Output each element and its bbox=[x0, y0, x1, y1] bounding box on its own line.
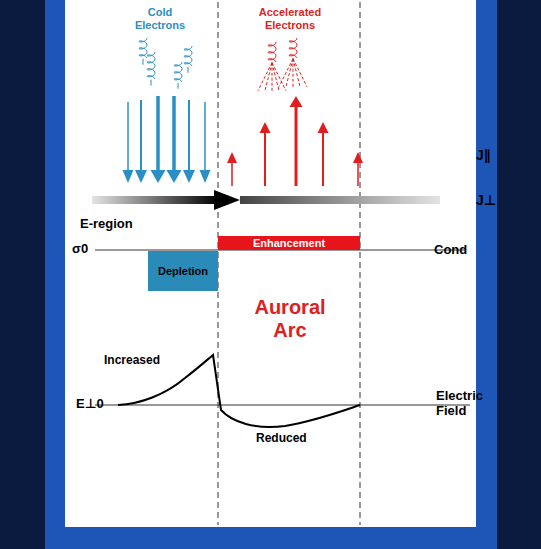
cold-electron-arrowhead bbox=[167, 170, 182, 183]
fan-line bbox=[279, 59, 293, 87]
panel bbox=[65, 0, 476, 527]
fan-line bbox=[272, 63, 279, 91]
field-baseline-label: E⊥0 bbox=[76, 397, 106, 412]
fan-line bbox=[258, 63, 272, 91]
fan-line bbox=[272, 63, 273, 91]
cold-electron-arrow bbox=[188, 100, 190, 172]
electric-field-label: Electric Field bbox=[436, 389, 474, 419]
gyration-coil bbox=[174, 62, 182, 82]
depletion-box: Depletion bbox=[148, 251, 218, 291]
coil-tail bbox=[143, 59, 144, 65]
gyration-coil bbox=[268, 42, 276, 62]
fan-line bbox=[293, 59, 294, 87]
auroral-arc-label: Auroral Arc bbox=[242, 296, 338, 342]
fan-line bbox=[265, 63, 272, 91]
cold-electron-arrow bbox=[156, 96, 160, 172]
coil-tail bbox=[151, 80, 152, 86]
accelerated-electron-arrowhead bbox=[353, 152, 363, 163]
accelerated-electron-arrow bbox=[231, 160, 233, 186]
fan-line bbox=[293, 59, 307, 87]
perp-current-arrow bbox=[92, 196, 218, 204]
conductivity-baseline-label: σ0 bbox=[72, 242, 96, 257]
accelerated-electron-arrowhead bbox=[227, 152, 237, 163]
cold-electron-arrowhead bbox=[123, 170, 134, 183]
cold-electron-arrow bbox=[204, 102, 206, 172]
fan-line bbox=[293, 59, 300, 87]
accelerated-electron-arrow bbox=[295, 104, 298, 186]
cold-electron-arrow bbox=[127, 102, 129, 172]
reduced-label: Reduced bbox=[256, 432, 336, 446]
cold-electron-arrowhead bbox=[135, 170, 147, 183]
perp-current-band bbox=[240, 196, 440, 204]
node-text: Depletion bbox=[158, 265, 208, 277]
cold-electron-arrow bbox=[172, 96, 176, 172]
accelerated-electron-arrow bbox=[357, 160, 359, 186]
frame bbox=[45, 0, 497, 549]
accelerated-electron-arrow bbox=[322, 130, 324, 186]
accelerated-electrons-label: Accelerated Electrons bbox=[247, 6, 333, 31]
cold-electron-arrowhead bbox=[151, 170, 166, 183]
conductivity-label: Cond bbox=[434, 243, 474, 258]
cold-electron-arrow bbox=[140, 100, 142, 172]
e-region-label: E-region bbox=[80, 217, 160, 232]
cold-electrons-label: Cold Electrons bbox=[127, 6, 193, 31]
gyration-coil bbox=[289, 38, 297, 58]
accelerated-electron-arrowhead bbox=[318, 122, 329, 133]
accelerated-electron-arrowhead bbox=[260, 122, 271, 133]
node-text: Enhancement bbox=[253, 237, 325, 249]
enhancement-bar: Enhancement bbox=[218, 236, 360, 250]
accelerated-electron-arrowhead bbox=[290, 96, 303, 107]
accelerated-electron-arrow bbox=[264, 130, 266, 186]
gyration-coil bbox=[139, 38, 147, 58]
boundary-line bbox=[360, 2, 361, 525]
perp-current-arrowhead bbox=[214, 190, 240, 210]
fan-line bbox=[286, 59, 293, 87]
perp-current-label: J⊥ bbox=[476, 192, 516, 208]
field-baseline bbox=[95, 405, 470, 406]
cold-electron-arrowhead bbox=[200, 170, 211, 183]
cold-electron-arrowhead bbox=[183, 170, 195, 183]
gyration-coil bbox=[184, 46, 192, 66]
gyration-coil bbox=[147, 52, 155, 79]
increased-label: Increased bbox=[104, 354, 184, 368]
coil-tail bbox=[178, 83, 179, 89]
coil-tail bbox=[188, 67, 189, 73]
parallel-current-label: J∥ bbox=[476, 147, 516, 163]
